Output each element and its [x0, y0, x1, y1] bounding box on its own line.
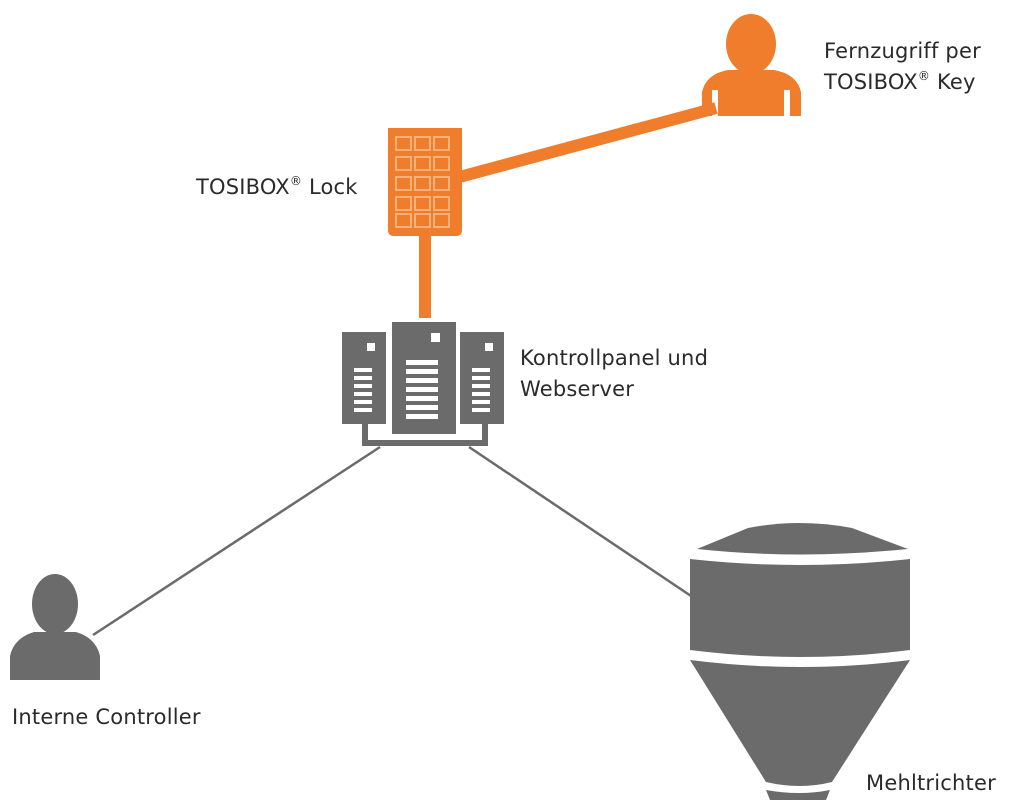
- registered-mark: ®: [917, 69, 931, 83]
- connection-server-hopper: [468, 445, 692, 598]
- flour-hopper-icon: [690, 523, 910, 800]
- connections: [92, 102, 718, 637]
- hopper-label: Mehltrichter: [866, 771, 996, 795]
- technician-icon: [702, 14, 801, 116]
- lock-word: Lock: [302, 175, 358, 199]
- lock-keypad: [395, 136, 450, 228]
- server-label-line1: Kontrollpanel und: [520, 346, 709, 370]
- controller-label: Interne Controller: [12, 705, 201, 729]
- lock-label: TOSIBOX® Lock: [196, 172, 358, 203]
- remote-access-label-line1: Fernzugriff per: [824, 39, 981, 63]
- server-label-line2: Webserver: [520, 377, 635, 401]
- remote-access-label-line2: TOSIBOX® Key: [824, 67, 981, 98]
- registered-mark: ®: [289, 174, 303, 188]
- lock-device-icon: [388, 128, 462, 236]
- connection-lock-remote: [450, 102, 718, 185]
- server-rack-icon: [342, 318, 504, 446]
- lock-brand: TOSIBOX: [196, 175, 290, 199]
- remote-access-brand: TOSIBOX: [824, 70, 918, 94]
- server-label: Kontrollpanel und Webserver: [520, 343, 708, 405]
- connection-server-controller: [92, 445, 381, 637]
- user-icon: [10, 574, 100, 680]
- remote-access-label: Fernzugriff per TOSIBOX® Key: [824, 36, 981, 98]
- remote-access-key: Key: [930, 70, 976, 94]
